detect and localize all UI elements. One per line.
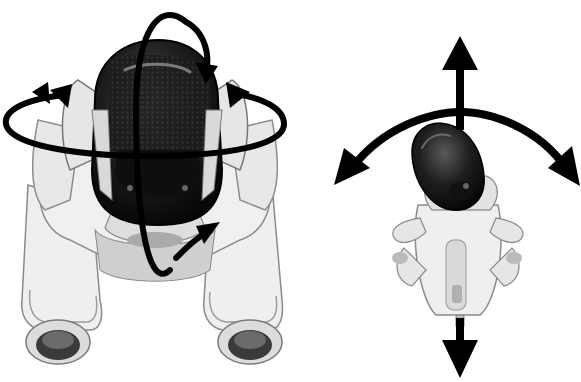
top-robot-body xyxy=(392,205,523,334)
top-robot-head xyxy=(412,123,497,210)
top-view-robot-dog xyxy=(334,36,580,378)
backward-arrow xyxy=(442,318,478,378)
front-view-robot-dog xyxy=(6,15,284,364)
